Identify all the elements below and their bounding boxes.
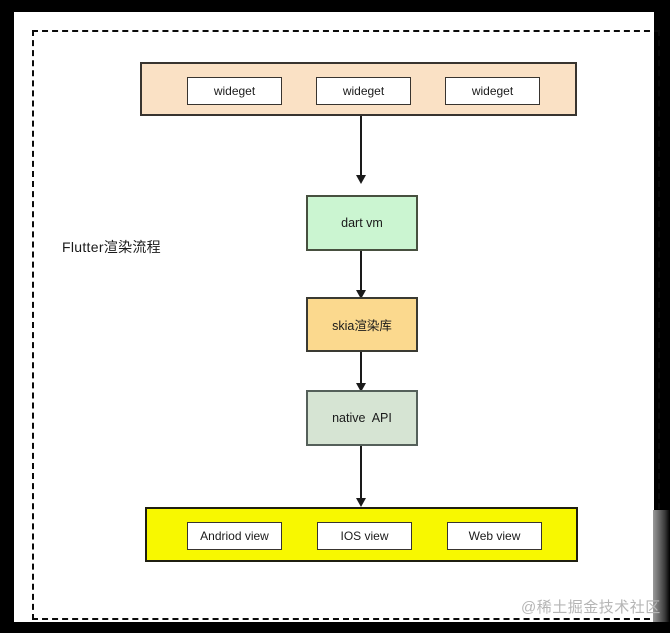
flow-arrow-line bbox=[360, 352, 362, 384]
node-android-view: Andriod view bbox=[187, 522, 282, 550]
platform-layer-box: Andriod view IOS view Web view bbox=[145, 507, 578, 562]
arrowhead-icon bbox=[356, 498, 366, 507]
dashed-border bbox=[32, 30, 660, 620]
node-native-api: native API bbox=[306, 390, 418, 446]
diagram-title: Flutter渲染流程 bbox=[62, 239, 161, 255]
widget-layer-box: wideget wideget wideget bbox=[140, 62, 577, 116]
edge-gradient-artifact bbox=[653, 510, 670, 622]
flow-arrow-line bbox=[360, 251, 362, 291]
arrowhead-icon bbox=[356, 175, 366, 184]
arrowhead-icon bbox=[356, 290, 366, 299]
node-dart-vm: dart vm bbox=[306, 195, 418, 251]
watermark: @稀土掘金技术社区 bbox=[521, 599, 661, 616]
node-web-view: Web view bbox=[447, 522, 542, 550]
widget-node: wideget bbox=[316, 77, 411, 105]
node-skia-render-lib: skia渲染库 bbox=[306, 297, 418, 352]
node-ios-view: IOS view bbox=[317, 522, 412, 550]
widget-node: wideget bbox=[445, 77, 540, 105]
arrowhead-icon bbox=[356, 383, 366, 392]
widget-node: wideget bbox=[187, 77, 282, 105]
flow-arrow-line bbox=[360, 446, 362, 499]
flow-arrow-line bbox=[360, 116, 362, 175]
